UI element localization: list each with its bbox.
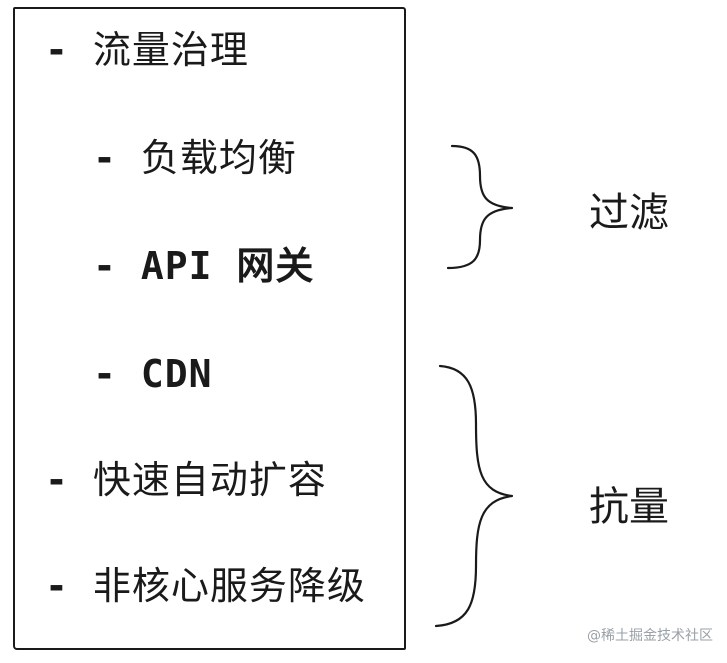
list-bullet-dash: -: [93, 244, 117, 288]
group-label-resist: 抗量: [589, 484, 669, 530]
list-item-label: CDN: [140, 352, 213, 396]
list-item-load-balancing: -负载均衡: [93, 136, 297, 180]
list-item-traffic-governance: -流量治理: [45, 28, 249, 72]
list-item-label: 非核心服务降级: [92, 564, 366, 608]
list-item-noncore-degradation: -非核心服务降级: [45, 564, 366, 608]
list-item-api-gateway: -API 网关: [93, 244, 314, 288]
list-item-label: 负载均衡: [140, 136, 297, 180]
list-bullet-dash: -: [45, 458, 69, 502]
list-item-cdn: -CDN: [93, 352, 213, 396]
group-label-filter: 过滤: [589, 190, 669, 236]
filter-brace: [446, 144, 514, 270]
list-item-fast-autoscaling: -快速自动扩容: [45, 458, 327, 502]
list-bullet-dash: -: [45, 28, 69, 72]
watermark: @稀土掘金技术社区: [587, 628, 713, 644]
list-item-label: 流量治理: [92, 28, 249, 72]
list-frame: [13, 7, 406, 650]
resist-brace: [434, 364, 514, 628]
list-bullet-dash: -: [93, 136, 117, 180]
list-bullet-dash: -: [93, 352, 117, 396]
list-item-label: API 网关: [140, 244, 315, 288]
list-item-label: 快速自动扩容: [92, 458, 327, 502]
list-bullet-dash: -: [45, 564, 69, 608]
